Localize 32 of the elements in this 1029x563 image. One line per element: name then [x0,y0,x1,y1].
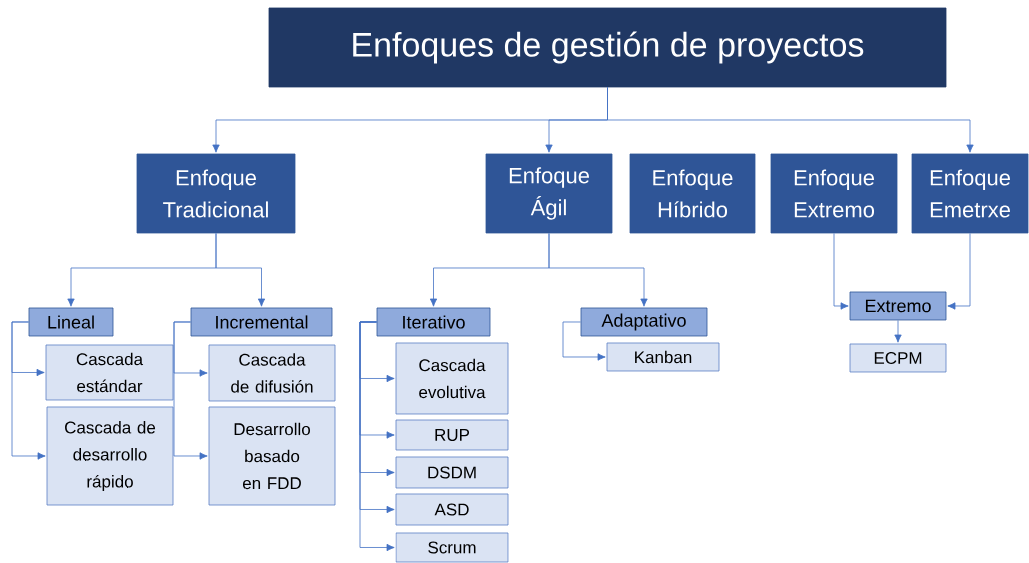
arrow [833,233,849,310]
arrow [173,321,208,460]
arrow [607,87,974,153]
category-box: Enfoque Híbrido [629,153,756,234]
method-box: RUP [395,419,509,451]
title-box: Enfoques de gestión de proyectos [268,7,947,88]
group-box: Incremental [190,307,333,337]
group-box: Lineal [28,307,114,337]
arrow [548,233,648,307]
method-box: ASD [395,493,509,526]
group-box: Extremo [849,291,947,321]
method-box: DSDM [395,456,509,489]
method-box: Cascada estándar [45,344,174,401]
group-box: Adaptativo [580,307,708,337]
arrow [215,233,266,307]
category-box: Enfoque Tradicional [136,153,296,234]
arrow [359,321,395,552]
arrow [11,321,46,460]
arrow [947,233,971,310]
method-box: Cascada de desarrollo rápido [46,406,174,506]
arrow [562,321,606,361]
method-box: ECPM [849,343,947,373]
category-box: Enfoque Extremo [770,153,898,234]
method-box: Desarrollo basado en FDD [208,406,336,506]
method-box: Kanban [606,342,720,372]
category-box: Enfoque Ágil [485,153,613,234]
group-box: Iterativo [376,307,491,337]
method-box: Scrum [395,532,509,563]
method-box: Cascada de difusión [208,344,336,402]
method-box: Cascada evolutiva [395,342,509,415]
category-box: Enfoque Emetrxe [911,153,1029,234]
arrow [894,320,902,343]
